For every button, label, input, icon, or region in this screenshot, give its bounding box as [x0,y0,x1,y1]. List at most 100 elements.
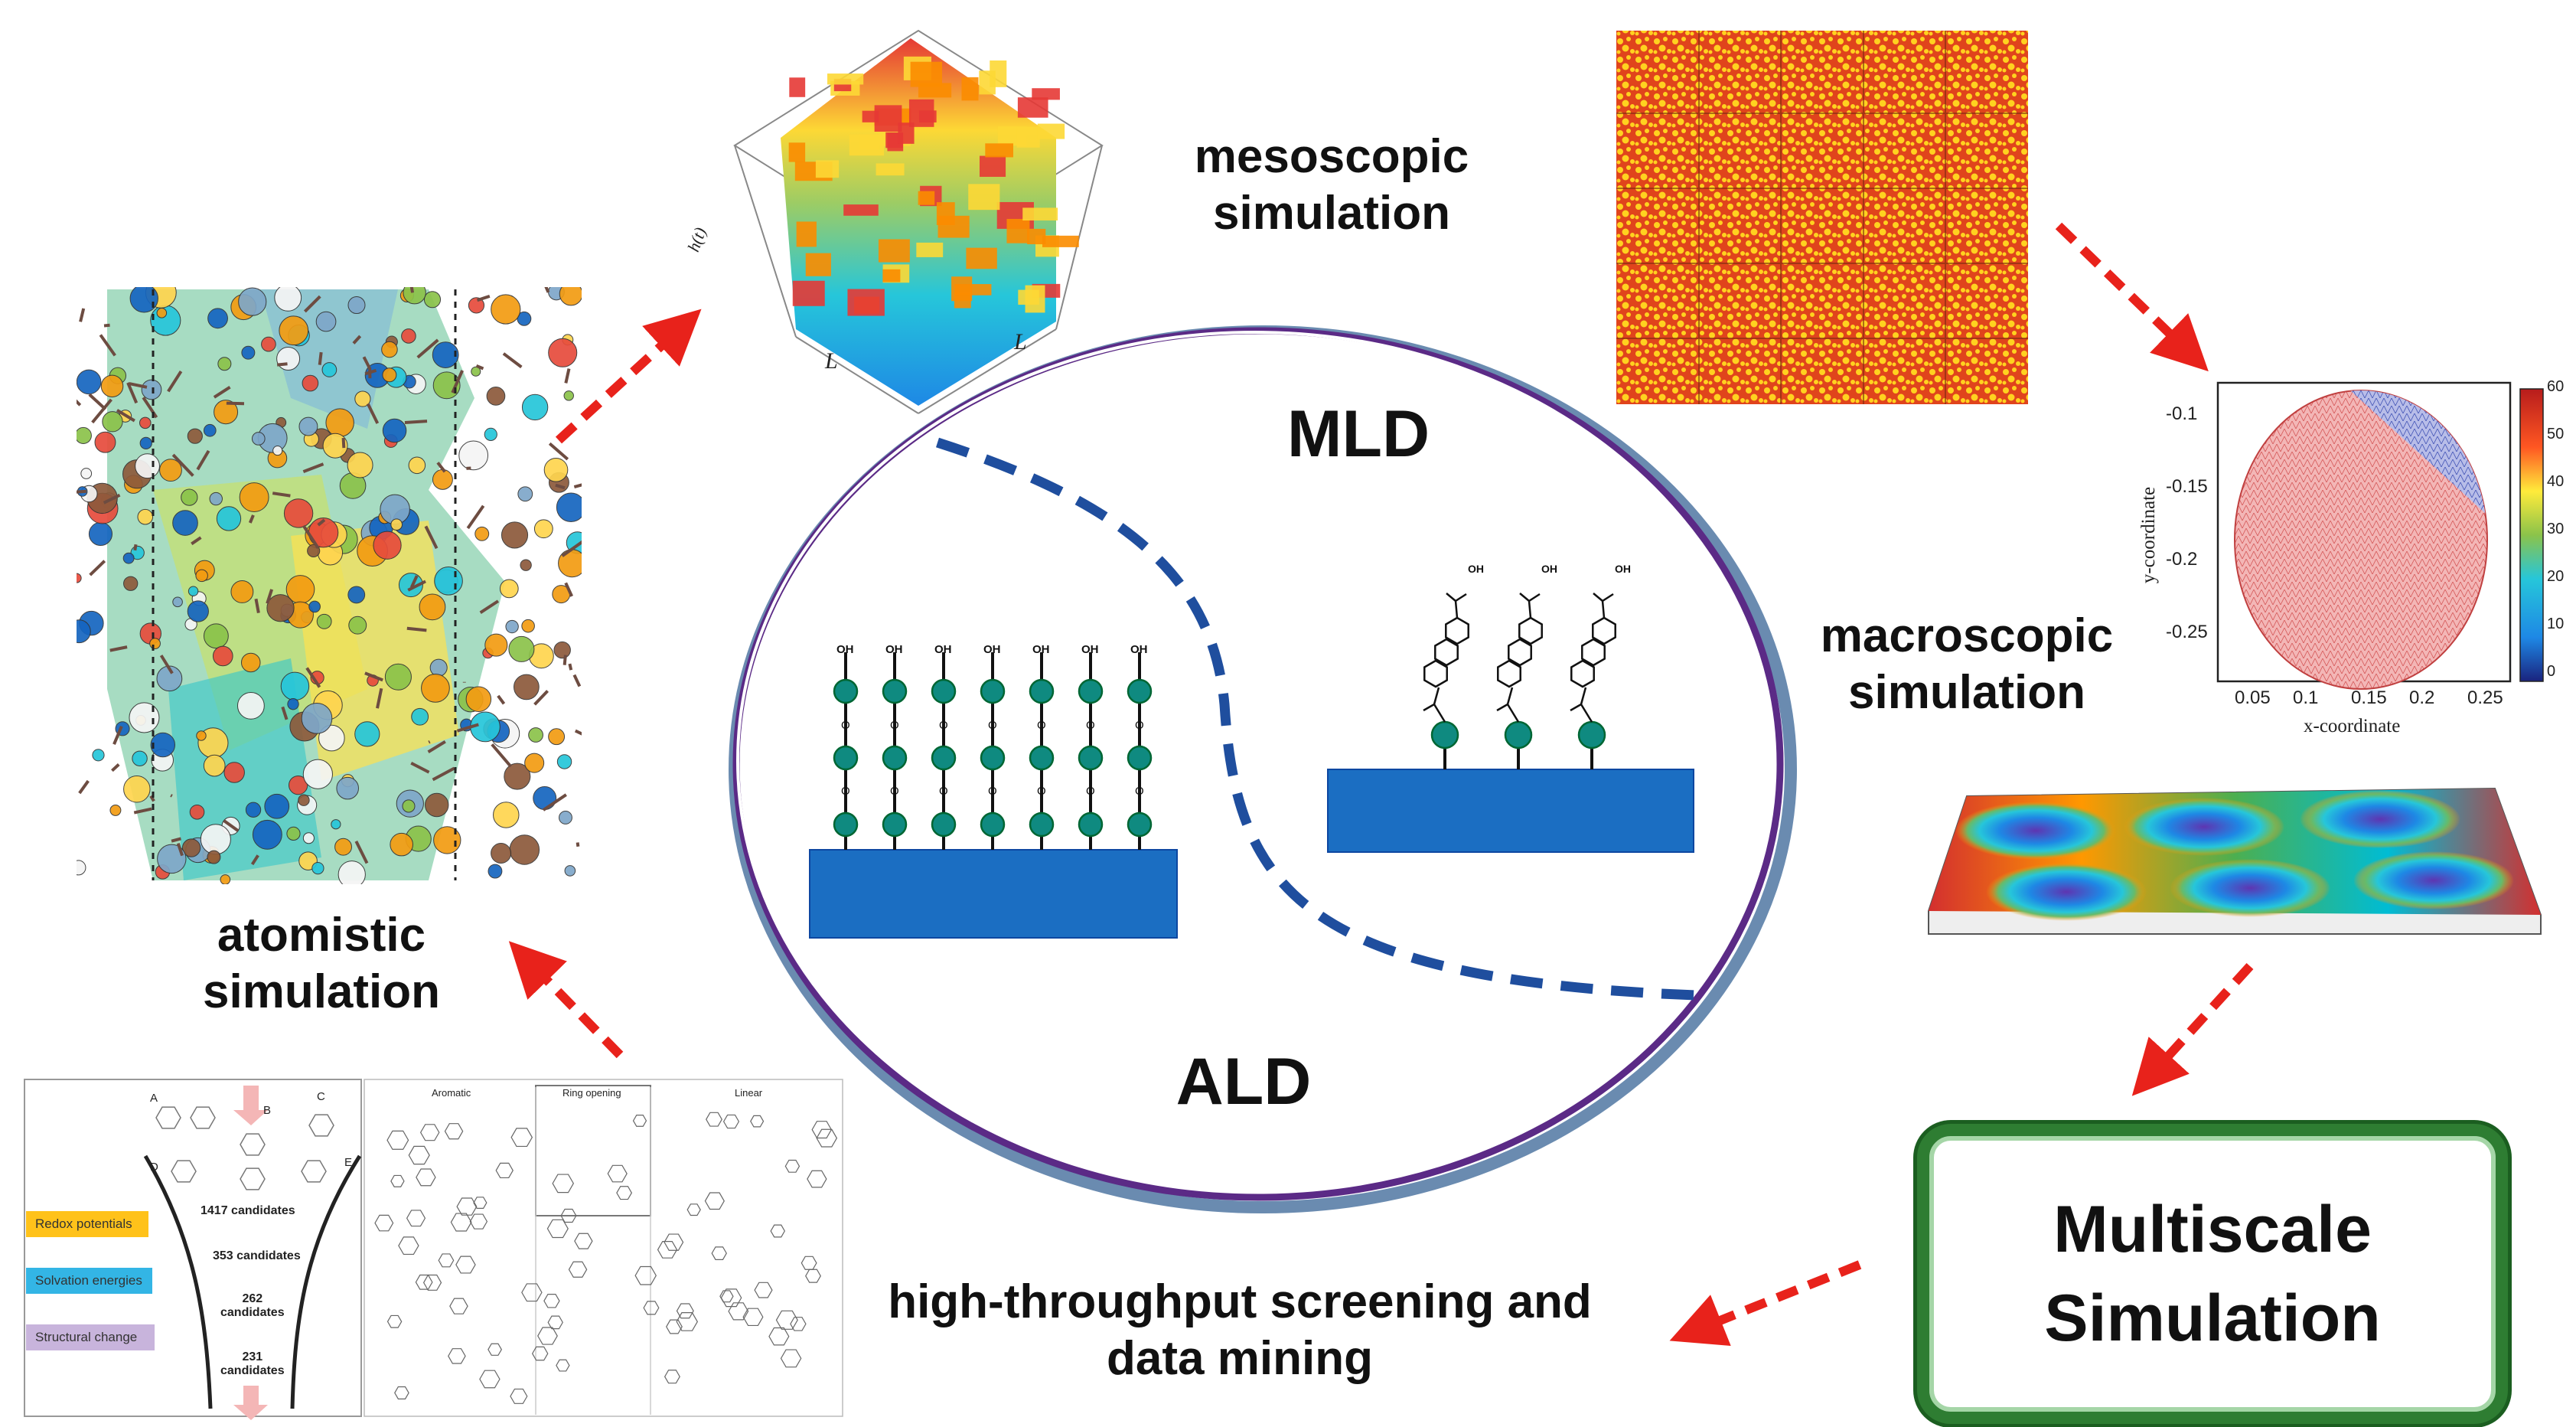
bond [406,626,427,632]
bond [116,409,135,423]
ald-oxygen-label: O [1037,785,1046,798]
bond [129,382,148,389]
ald-metal-node [1127,811,1153,838]
ald-metal-node [1127,678,1153,704]
ald-oxygen-label: O [988,785,997,798]
atom [558,549,582,578]
table-molecule [560,1208,577,1223]
column-ring-opening: Ring opening [562,1087,621,1099]
atom [390,518,403,531]
atom [331,819,341,830]
bond [149,795,155,802]
atom [493,802,520,828]
atom [181,488,198,506]
atom [149,638,161,650]
count-262: 262 candidates [220,1292,285,1319]
bond [564,368,571,384]
ald-metal-node [1029,678,1055,704]
atom [373,531,402,560]
arrow-mesoscopic-to-macroscopic [2055,222,2209,372]
letter-b: B [263,1104,272,1117]
atom [563,390,574,401]
bond [548,442,569,461]
bond [88,393,107,411]
atom [172,596,183,608]
atom [301,702,333,734]
bond [167,370,183,393]
table-molecule [479,1370,501,1389]
bond [78,779,90,795]
ald-oxygen-label: O [890,785,899,798]
atom [272,446,283,456]
ald-metal-node [1029,811,1055,838]
arrow-atomistic-to-mesoscopic [555,309,702,444]
atom [325,408,354,437]
flow-arrows [508,222,2254,1347]
atom [382,367,397,383]
arrow-screening-to-atomistic [508,941,624,1059]
bond [424,525,439,550]
ald-oxygen-label: O [1135,719,1144,732]
atom [150,732,176,758]
macro-xtick: 0.1 [2293,687,2319,708]
table-molecule [444,1123,464,1140]
terrain-column [827,73,864,85]
table-molecule [456,1197,478,1216]
candidate-molecule [308,1114,334,1137]
atom [336,776,360,800]
terrain-column [954,284,992,296]
macro-xlabel: x-coordinate [2304,716,2401,736]
atom [137,508,154,525]
bond [362,356,371,369]
bond [302,524,320,550]
mld-metal-node [1504,720,1533,749]
atom [408,456,426,475]
atom [337,860,366,884]
atom [77,369,102,395]
atom [491,294,521,325]
terrain-column [789,77,806,97]
terrain-column [961,77,979,101]
bond [91,398,112,424]
atom [347,296,366,315]
bond [89,560,106,576]
mld-ring [1434,638,1459,667]
atom [276,347,301,371]
bond [272,491,291,498]
bond [479,599,500,614]
bond [491,743,512,768]
ald-metal-node [1078,745,1104,771]
table-molecule [634,1265,657,1285]
atom [543,457,569,482]
bond [456,723,479,733]
atom [423,291,442,309]
table-molecule [750,1115,765,1128]
atom [230,580,254,603]
mld-label: MLD [1286,397,1430,471]
table-molecule [449,1298,468,1314]
atom [434,567,463,596]
ald-oh-label: OH [934,643,952,656]
bond [451,370,464,393]
atom [141,379,162,400]
candidate-molecule [190,1106,216,1129]
atom [266,594,295,622]
meso-axis-2: L [1014,329,1027,354]
mld-carboxyl-top [1446,593,1467,619]
table-molecule [657,1241,678,1259]
atom [77,426,92,444]
atom [287,697,299,710]
atom [102,411,123,433]
terrain-column [966,247,997,269]
screening-label: high-throughput screening and data minin… [888,1275,1592,1386]
mld-carboxylate [1570,687,1593,723]
arrow-macroscopic-to-multiscale [2131,962,2254,1096]
atom [200,824,231,855]
colorbar-tick: 10 [2547,616,2565,632]
atom [238,287,267,316]
ald-metal-node [1127,745,1153,771]
table-molecule [473,1197,487,1210]
atom [135,453,160,479]
terrain-column [979,70,996,95]
table-molecule [448,1348,466,1364]
